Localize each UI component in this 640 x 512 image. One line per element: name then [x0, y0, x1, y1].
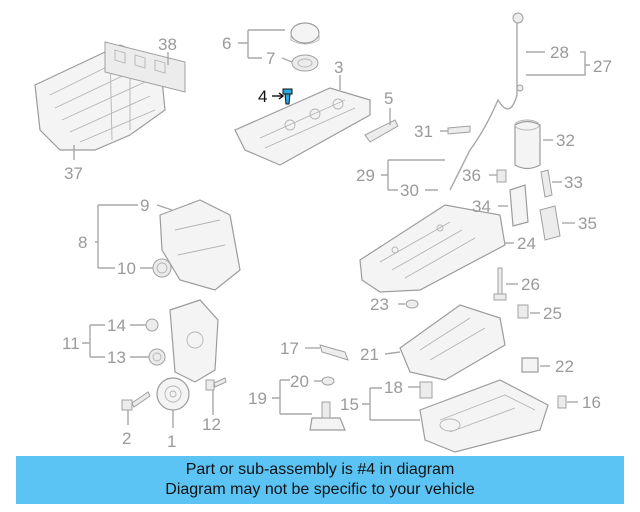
- label-23: 23: [370, 295, 389, 314]
- pan-bolt-26: [493, 267, 507, 301]
- seal-14: [145, 318, 159, 332]
- label-32: 32: [556, 131, 575, 150]
- seal-10: [152, 258, 172, 278]
- label-2: 2: [122, 429, 131, 448]
- oil-filter: [514, 119, 541, 170]
- sensor-18: [419, 381, 433, 399]
- part-labels: 38 37 6 7 3 4 5 28 27 31 32 29 30 36 33 …: [62, 34, 612, 451]
- lower-oil-pan: [419, 379, 549, 453]
- parts-diagram: 38 37 6 7 3 4 5 28 27 31 32 29 30 36 33 …: [34, 12, 612, 453]
- dipstick-tube: [449, 12, 524, 191]
- label-34: 34: [472, 197, 491, 216]
- o-ring-23: [405, 299, 419, 309]
- upper-oil-pan: [359, 204, 506, 293]
- oil-cooler: [509, 184, 529, 227]
- label-38: 38: [158, 35, 177, 54]
- bracket-17: [319, 344, 349, 361]
- cover-bracket: [364, 119, 399, 143]
- label-13: 13: [107, 348, 126, 367]
- label-12: 12: [202, 415, 221, 434]
- lower-timing-cover: [169, 299, 219, 383]
- leader-lines: [73, 29, 590, 428]
- banner-line-2: Diagram may not be specific to your vehi…: [165, 481, 475, 498]
- upper-timing-cover: [159, 199, 241, 291]
- label-3: 3: [334, 58, 343, 77]
- label-16: 16: [582, 393, 601, 412]
- label-18: 18: [384, 378, 403, 397]
- label-31: 31: [414, 122, 433, 141]
- label-30: 30: [400, 181, 419, 200]
- small-bolt-36: [496, 169, 507, 183]
- oil-filter-bracket: [540, 169, 553, 198]
- label-33: 33: [564, 173, 583, 192]
- label-27: 27: [593, 57, 612, 76]
- bolt-25: [517, 304, 529, 319]
- label-11: 11: [62, 334, 80, 353]
- manifold-gasket: [104, 41, 186, 93]
- sensor-22: [521, 357, 539, 373]
- label-20: 20: [290, 372, 309, 391]
- label-21: 21: [360, 345, 379, 364]
- banner-line-1: Part or sub-assembly is #4 in diagram: [185, 461, 455, 478]
- label-15: 15: [340, 395, 359, 414]
- seal-20: [321, 376, 335, 386]
- label-35: 35: [578, 214, 597, 233]
- label-8: 8: [78, 233, 87, 252]
- label-25: 25: [543, 304, 562, 323]
- label-17: 17: [280, 339, 299, 358]
- label-10: 10: [117, 259, 136, 278]
- oil-pump-baffle: [399, 304, 506, 381]
- label-14: 14: [107, 316, 126, 335]
- label-37: 37: [64, 164, 83, 183]
- label-26: 26: [521, 275, 540, 294]
- valve-cover: [234, 87, 371, 166]
- oil-cooler-gasket: [539, 205, 561, 241]
- label-19: 19: [248, 389, 267, 408]
- bolt-12: [205, 377, 227, 391]
- label-7: 7: [266, 49, 275, 68]
- oil-filler-cap: [290, 22, 320, 45]
- oil-level-sensor: [309, 401, 346, 431]
- label-24: 24: [517, 234, 536, 253]
- label-6: 6: [222, 34, 231, 53]
- seal-13: [148, 348, 166, 366]
- info-banner: Part or sub-assembly is #4 in diagram Di…: [16, 456, 624, 504]
- label-4[interactable]: 4: [258, 87, 267, 106]
- label-1: 1: [167, 432, 176, 451]
- part-4-bolt-highlighted[interactable]: [282, 88, 293, 105]
- crank-pulley: [156, 377, 190, 411]
- cap-seal: [291, 54, 319, 72]
- label-9: 9: [140, 196, 149, 215]
- label-22: 22: [555, 357, 574, 376]
- label-5: 5: [384, 89, 393, 108]
- bolt-2: [121, 391, 151, 411]
- dipstick-bolt: [447, 125, 471, 135]
- label-28: 28: [550, 43, 569, 62]
- label-36: 36: [462, 166, 481, 185]
- drain-plug-16: [557, 395, 567, 409]
- label-29: 29: [356, 166, 375, 185]
